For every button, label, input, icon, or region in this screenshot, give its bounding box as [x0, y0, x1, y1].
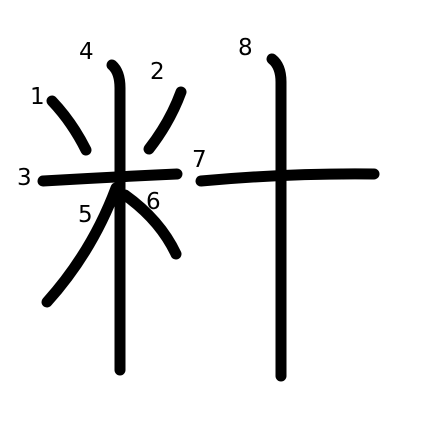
stroke-4-path	[106, 59, 126, 376]
stroke-7-path	[195, 168, 380, 187]
stroke-number-8: 8	[238, 35, 253, 61]
stroke-number-1: 1	[30, 84, 45, 110]
stroke-1-path	[46, 95, 92, 156]
stroke-number-6: 6	[146, 189, 161, 215]
stroke-number-4: 4	[79, 39, 94, 65]
stroke-8-path	[266, 53, 287, 382]
stroke-6-path	[119, 189, 182, 260]
stroke-number-7: 7	[192, 147, 207, 173]
stroke-paths	[37, 53, 380, 382]
stroke-number-5: 5	[78, 202, 93, 228]
stroke-5-path	[41, 182, 122, 308]
stroke-number-labels: 1 2 3 4 5 6 7 8	[17, 35, 253, 228]
stroke-number-2: 2	[150, 59, 165, 85]
stroke-number-3: 3	[17, 165, 32, 191]
stroke-3-path	[37, 168, 183, 187]
stroke-2-path	[143, 86, 187, 155]
